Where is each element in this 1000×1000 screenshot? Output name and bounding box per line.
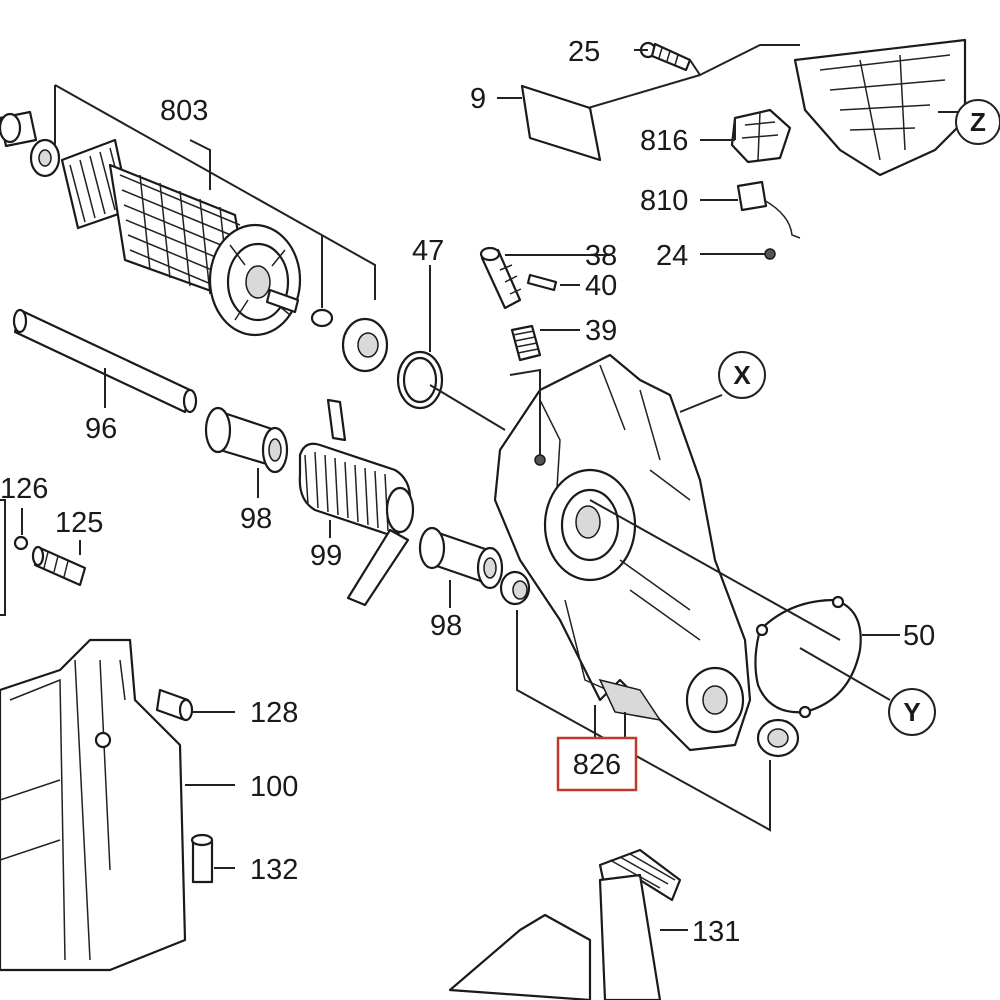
plate-9 — [520, 84, 602, 162]
highlight-826: 826 — [556, 736, 638, 792]
label-24: 24 — [656, 240, 688, 272]
armature-803 — [0, 110, 302, 337]
pin-126 — [13, 535, 29, 551]
svg-text:X: X — [733, 360, 751, 390]
spring-99 — [298, 398, 415, 607]
brush-holder-816 — [730, 108, 792, 164]
pin-40 — [526, 273, 558, 292]
pin-125 — [31, 545, 87, 587]
label-47: 47 — [412, 235, 444, 267]
svg-text:Z: Z — [970, 107, 986, 137]
bushing-98-upper — [204, 406, 289, 474]
o-ring-47 — [396, 350, 444, 410]
sleeve-small — [499, 570, 531, 606]
label-99: 99 — [310, 540, 342, 572]
label-126: 126 — [0, 473, 48, 505]
carbon-brush-810 — [736, 180, 801, 239]
label-132: 132 — [250, 854, 298, 886]
label-38: 38 — [585, 240, 617, 272]
switch-131 — [598, 848, 682, 1000]
label-803: 803 — [160, 95, 208, 127]
callout-x: X — [718, 351, 766, 399]
cover-plate-50 — [754, 595, 862, 719]
bushing-98-lower — [418, 526, 504, 590]
label-826: 826 — [573, 749, 621, 781]
label-125: 125 — [55, 507, 103, 539]
label-131: 131 — [692, 916, 740, 948]
base-housing-100 — [0, 638, 187, 972]
bearing-cover — [756, 718, 800, 758]
label-98-lower: 98 — [430, 610, 462, 642]
callout-z: Z — [955, 99, 1000, 145]
svg-text:Y: Y — [903, 697, 920, 727]
pin-38 — [479, 246, 522, 310]
pin-128 — [155, 688, 194, 722]
label-25: 25 — [568, 36, 600, 68]
frame-bottom-fragment — [448, 913, 592, 1000]
label-39: 39 — [585, 315, 617, 347]
washer-small — [310, 308, 334, 328]
label-810: 810 — [640, 185, 688, 217]
label-50: 50 — [903, 620, 935, 652]
bearing-right — [341, 317, 389, 373]
label-100: 100 — [250, 771, 298, 803]
label-816: 816 — [640, 125, 688, 157]
screw-24 — [764, 248, 776, 260]
housing-z-fragment — [793, 38, 967, 177]
gear-housing-x — [493, 353, 752, 752]
spring-39 — [510, 324, 542, 362]
label-128: 128 — [250, 697, 298, 729]
callout-y: Y — [888, 688, 936, 736]
label-98-upper: 98 — [240, 503, 272, 535]
rod-96 — [12, 308, 198, 414]
label-40: 40 — [585, 270, 617, 302]
screw-25 — [639, 41, 692, 72]
label-9: 9 — [470, 83, 486, 115]
ring-left — [0, 112, 22, 144]
label-96: 96 — [85, 413, 117, 445]
pin-132 — [190, 833, 214, 884]
